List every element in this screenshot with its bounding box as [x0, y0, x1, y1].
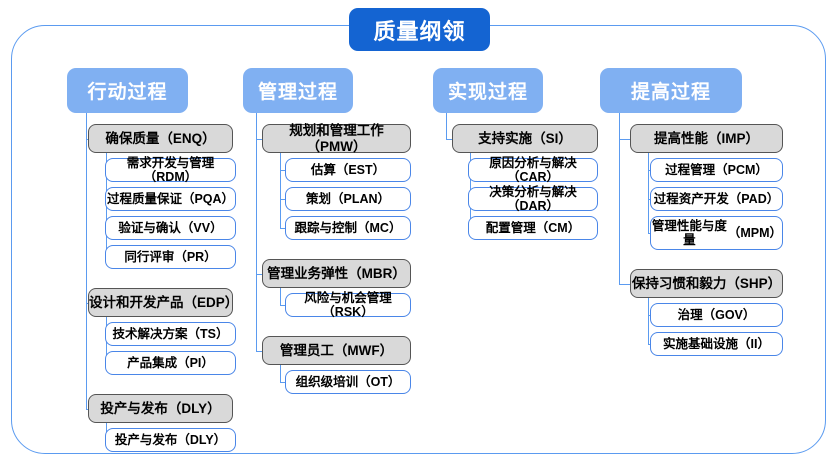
column-header-2[interactable]: 管理过程 — [243, 68, 353, 113]
leaf-box-提高过程-2-2[interactable]: 实施基础设施（II） — [650, 332, 783, 356]
group-box-行动过程-1[interactable]: 确保质量（ENQ） — [88, 124, 233, 153]
leaf-box-实现过程-1-1[interactable]: 原因分析与解决（CAR） — [468, 156, 598, 184]
group-box-管理过程-1[interactable]: 规划和管理工作（PMW） — [262, 123, 411, 154]
connector-trunk-to-group — [619, 138, 630, 140]
leaf-box-行动过程-1-1[interactable]: 需求开发与管理（RDM） — [105, 156, 236, 184]
leaf-box-提高过程-2-1[interactable]: 治理（GOV） — [650, 303, 783, 327]
connector-group-to-child — [280, 170, 285, 172]
leaf-box-行动过程-3-1[interactable]: 投产与发布（DLY） — [105, 428, 236, 452]
connector-column-trunk — [619, 113, 621, 284]
connector-trunk-to-group — [256, 138, 262, 140]
group-box-提高过程-1[interactable]: 提高性能（IMP） — [630, 124, 783, 153]
leaf-box-行动过程-2-1[interactable]: 技术解决方案（TS） — [105, 322, 236, 346]
leaf-box-管理过程-3-1[interactable]: 组织级培训（OT） — [285, 370, 411, 394]
connector-group-to-child — [648, 344, 650, 346]
connector-group-to-child — [280, 305, 285, 307]
column-header-4[interactable]: 提高过程 — [600, 68, 742, 113]
group-box-行动过程-3[interactable]: 投产与发布（DLY） — [88, 394, 233, 423]
leaf-box-行动过程-2-2[interactable]: 产品集成（PI） — [105, 351, 236, 375]
column-header-3[interactable]: 实现过程 — [433, 68, 543, 113]
root-title-box: 质量纲领 — [349, 8, 490, 51]
leaf-box-管理过程-2-1[interactable]: 风险与机会管理（RSK） — [285, 291, 411, 319]
connector-group-stem — [648, 298, 650, 344]
leaf-box-管理过程-1-3[interactable]: 跟踪与控制（MC） — [285, 216, 411, 240]
connector-column-trunk — [256, 113, 258, 351]
leaf-box-行动过程-1-4[interactable]: 同行评审（PR） — [105, 245, 236, 269]
group-box-管理过程-2[interactable]: 管理业务弹性（MBR） — [262, 259, 411, 288]
connector-trunk-to-group — [256, 273, 262, 275]
group-box-管理过程-3[interactable]: 管理员工（MWF） — [262, 336, 411, 365]
connector-group-to-child — [280, 228, 285, 230]
connector-column-trunk — [86, 113, 88, 409]
connector-group-stem — [648, 153, 650, 233]
leaf-box-行动过程-1-3[interactable]: 验证与确认（VV） — [105, 216, 236, 240]
connector-trunk-to-group — [446, 138, 452, 140]
leaf-box-实现过程-1-2[interactable]: 决策分析与解决（DAR） — [468, 185, 598, 213]
leaf-box-行动过程-1-2[interactable]: 过程质量保证（PQA） — [105, 187, 236, 211]
leaf-box-提高过程-1-3[interactable]: 管理性能与度量（MPM） — [650, 216, 783, 250]
connector-group-stem — [280, 153, 282, 228]
connector-group-stem — [280, 288, 282, 305]
column-header-1[interactable]: 行动过程 — [67, 68, 188, 113]
group-box-行动过程-2[interactable]: 设计和开发产品（EDP） — [88, 288, 238, 317]
leaf-box-管理过程-1-1[interactable]: 估算（EST） — [285, 158, 411, 182]
leaf-box-管理过程-1-2[interactable]: 策划（PLAN） — [285, 187, 411, 211]
connector-trunk-to-group — [86, 408, 88, 410]
leaf-box-实现过程-1-3[interactable]: 配置管理（CM） — [468, 216, 598, 240]
connector-trunk-to-group — [619, 283, 630, 285]
connector-group-to-child — [648, 233, 650, 235]
connector-group-to-child — [280, 382, 285, 384]
connector-column-trunk — [446, 113, 448, 139]
group-box-实现过程-1[interactable]: 支持实施（SI） — [452, 124, 598, 153]
leaf-box-提高过程-1-1[interactable]: 过程管理（PCM） — [650, 158, 783, 182]
connector-group-to-child — [280, 199, 285, 201]
connector-trunk-to-group — [256, 350, 262, 352]
group-box-提高过程-2[interactable]: 保持习惯和毅力（SHP） — [630, 269, 783, 298]
connector-group-stem — [280, 365, 282, 382]
leaf-box-提高过程-1-2[interactable]: 过程资产开发（PAD） — [650, 187, 783, 211]
